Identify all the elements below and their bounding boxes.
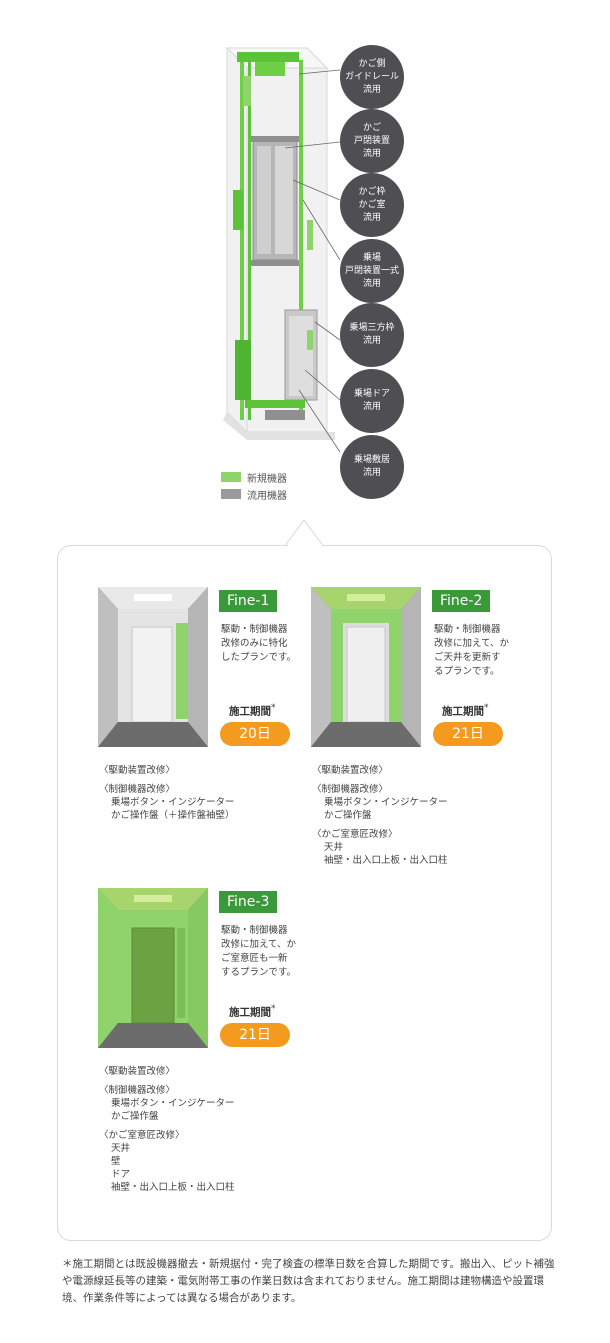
fine1-period-label: 施工期間* <box>229 703 276 718</box>
list-heading: 〈かご室意匠改修〉 <box>99 1130 185 1141</box>
list-heading: 〈制御機器改修〉 <box>99 784 176 795</box>
list-item: 袖壁・出入口上板・出入口柱 <box>111 1182 235 1193</box>
fine3-car-image <box>98 888 208 1048</box>
list-item: 天井 <box>111 1143 131 1154</box>
list-item: ドア <box>111 1169 131 1180</box>
list-heading: 〈制御機器改修〉 <box>312 784 389 795</box>
fine1-description: 駆動・制御機器 改修のみに特化 したプランです。 <box>221 624 297 663</box>
fine2-items: 〈駆動装置改修〉 〈制御機器改修〉 乗場ボタン・インジケーター かご操作盤 〈か… <box>312 764 448 867</box>
list-item: 壁 <box>111 1156 121 1167</box>
callout-car-guide-rail: かご側 ガイドレール 流用 <box>340 45 404 109</box>
fine3-period-label: 施工期間* <box>229 1004 276 1019</box>
list-item: かご操作盤 <box>324 810 372 821</box>
list-item: 乗場ボタン・インジケーター <box>111 797 235 808</box>
fine1-car-image <box>98 587 208 747</box>
callout-landing-frame: 乗場三方枠 流用 <box>340 303 404 367</box>
fine2-days-badge: 21日 <box>433 722 503 746</box>
list-item: 袖壁・出入口上板・出入口柱 <box>324 855 448 866</box>
list-heading: 〈駆動装置改修〉 <box>312 765 389 776</box>
panel-pointer <box>284 519 324 548</box>
list-heading: 〈駆動装置改修〉 <box>99 765 176 776</box>
fine2-description: 駆動・制御機器 改修に加えて、か ご天井を更新す るプランです。 <box>434 624 510 677</box>
list-item: 乗場ボタン・インジケーター <box>324 797 448 808</box>
fine2-tag: Fine-2 <box>432 590 491 612</box>
list-heading: 〈駆動装置改修〉 <box>99 1066 176 1077</box>
callout-car-door-operator: かご 戸閉装置 流用 <box>340 109 404 173</box>
callout-car-frame: かご枠 かご室 流用 <box>340 173 404 237</box>
legend-new-swatch <box>221 472 241 482</box>
list-item: かご操作盤 <box>111 1111 159 1122</box>
fine3-tag: Fine-3 <box>219 891 278 913</box>
fine3-items: 〈駆動装置改修〉 〈制御機器改修〉 乗場ボタン・インジケーター かご操作盤 〈か… <box>99 1065 235 1194</box>
callout-landing-sill: 乗場敷居 流用 <box>340 435 404 499</box>
fine2-car-image <box>311 587 421 747</box>
list-heading: 〈制御機器改修〉 <box>99 1085 176 1096</box>
legend-new-label: 新規機器 <box>247 474 287 485</box>
legend-reused-label: 流用機器 <box>247 491 287 502</box>
fine3-days-badge: 21日 <box>220 1023 290 1047</box>
list-item: かご操作盤（＋操作盤袖壁） <box>111 810 235 821</box>
fine1-items: 〈駆動装置改修〉 〈制御機器改修〉 乗場ボタン・インジケーター かご操作盤（＋操… <box>99 764 235 822</box>
list-heading: 〈かご室意匠改修〉 <box>312 829 398 840</box>
fine1-tag: Fine-1 <box>219 590 278 612</box>
legend-reused-swatch <box>221 489 241 499</box>
list-item: 乗場ボタン・インジケーター <box>111 1098 235 1109</box>
fine3-description: 駆動・制御機器 改修に加えて、か ご室意匠も一新 するプランです。 <box>221 925 297 978</box>
footnote: ＊施工期間とは既設機器撤去・新規据付・完了検査の標準日数を合算した期間です。搬出… <box>62 1258 555 1304</box>
callout-landing-door-operator: 乗場 戸閉装置一式 流用 <box>340 239 404 303</box>
callout-landing-door: 乗場ドア 流用 <box>340 369 404 433</box>
fine2-period-label: 施工期間* <box>442 703 489 718</box>
elevator-shaft-illustration <box>223 47 340 453</box>
list-item: 天井 <box>324 842 344 853</box>
fine1-days-badge: 20日 <box>220 722 290 746</box>
